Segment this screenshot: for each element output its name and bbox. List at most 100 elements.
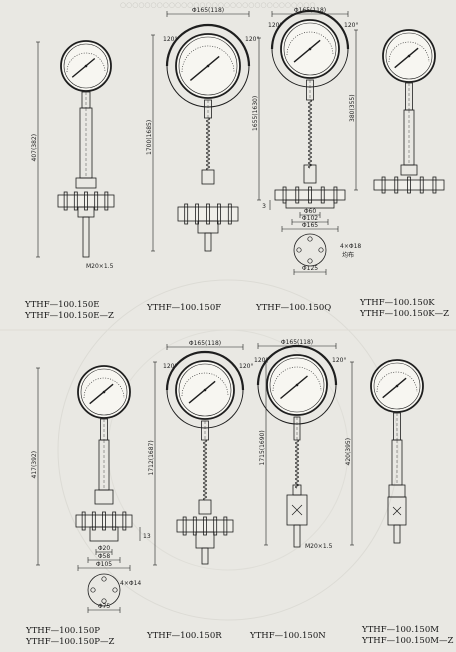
bolt — [112, 511, 117, 531]
bolt-hole — [90, 587, 96, 593]
union-nut — [75, 177, 97, 189]
flange — [75, 514, 133, 528]
gauge-k: 380(355) — [349, 29, 445, 194]
bolt — [102, 511, 106, 531]
dial-face — [269, 357, 325, 413]
bolt-dimension-text: 4×Φ18 — [340, 243, 361, 250]
label-gauge-m: YTHF—100.150M YTHF—100.150M—Z — [362, 625, 453, 647]
flange — [274, 189, 346, 201]
bolt-hole — [296, 247, 302, 253]
dial-face — [385, 32, 433, 80]
bolt — [192, 516, 197, 536]
bolt — [206, 203, 210, 225]
heatsink-arc — [165, 350, 245, 391]
bolt — [295, 186, 300, 204]
label-gauge-e: YTHF—100.150E YTHF—100.150E—Z — [25, 300, 114, 322]
dial-dimension-text: Φ165(118) — [192, 7, 224, 14]
bolt-hole — [307, 258, 313, 264]
bolt — [282, 186, 287, 204]
model-name: YTHF—100.150F — [147, 303, 222, 313]
angle-dimension-text: 120° — [245, 36, 259, 43]
flange-face — [89, 526, 119, 542]
bolt — [73, 191, 78, 211]
bolt — [227, 203, 232, 225]
gauge-e: 407(382)M20×1.5 — [31, 40, 115, 270]
model-name: YTHF—100.150K—Z — [360, 309, 449, 319]
bolt — [394, 176, 399, 194]
height-dimension-text: 1700(1685) — [146, 120, 153, 155]
dial-pivot — [102, 390, 106, 394]
gauge-m: 420(395) — [345, 359, 424, 546]
gauge-q: Φ165(118)120°120°3Φ60Φ102Φ1654×Φ18均布Φ125… — [252, 7, 361, 275]
bolt — [308, 186, 312, 204]
dial-pivot — [203, 388, 207, 392]
label-gauge-p: YTHF—100.150P YTHF—100.150P—Z — [26, 626, 114, 648]
capillary-coil — [308, 99, 312, 169]
angle-dimension-text: 120° — [239, 363, 253, 370]
dial-pivot — [295, 383, 299, 387]
angle-dimension-text: 120° — [344, 22, 358, 29]
bolt — [122, 511, 127, 531]
bolt — [320, 186, 325, 204]
model-name: YTHF—100.150E — [25, 300, 100, 310]
sensor-body — [197, 220, 219, 234]
dial-scale — [66, 52, 106, 73]
bolt — [195, 203, 199, 225]
angle-dimension-text: 120° — [254, 357, 268, 364]
bolt — [217, 203, 221, 225]
union-nut — [400, 164, 418, 176]
dial-pivot — [206, 64, 210, 68]
dial-dimension-text: Φ165(118) — [281, 339, 313, 346]
label-gauge-k: YTHF—100.150K YTHF—100.150K—Z — [360, 298, 449, 320]
bolt-hole — [318, 247, 324, 253]
dial-scale — [181, 372, 229, 397]
dial-dimension-text: Φ165(118) — [294, 7, 326, 14]
model-name: YTHF—100.150E—Z — [25, 311, 114, 321]
dial-pointer — [382, 377, 407, 399]
label-gauge-n: YTHF—100.150N — [250, 631, 326, 642]
bolt — [419, 176, 424, 194]
height-dimension-text: 1715(1690) — [259, 430, 266, 465]
bolt — [213, 516, 218, 536]
dial-pointer — [89, 383, 114, 405]
dial-scale — [388, 41, 430, 63]
capillary-coil — [206, 117, 210, 171]
bolt-dimension-text: 4×Φ14 — [120, 580, 141, 587]
model-name: YTHF—100.150N — [250, 631, 326, 641]
model-name: YTHF—100.150Q — [256, 303, 332, 313]
flange-face — [285, 199, 335, 209]
dial-pointer — [280, 375, 308, 400]
flange — [373, 179, 445, 191]
model-name: YTHF—100.150P — [26, 626, 100, 636]
bolt-circle-text: Φ125 — [302, 265, 318, 272]
flange — [177, 206, 239, 222]
dial-pivot — [84, 64, 88, 68]
flange-height-text: 3 — [262, 203, 266, 210]
dial-scale — [286, 31, 334, 56]
dial-pointer — [71, 57, 96, 78]
model-name: YTHF—100.150K — [360, 298, 435, 308]
capillary-coil — [295, 439, 299, 489]
thread-dimension-text: M20×1.5 — [86, 263, 114, 270]
sensor-neck — [201, 169, 215, 185]
model-name: YTHF—100.150R — [147, 631, 222, 641]
faded-header-text: ○○○○○○○○○○○○○○○○○○○○○○○○○○○○○○○○ — [120, 1, 315, 9]
model-name: YTHF—100.150P—Z — [26, 637, 115, 647]
dial-scale — [376, 371, 418, 393]
dial-scale — [181, 45, 235, 73]
process-connection — [393, 524, 401, 544]
height-dimension-text: 420(395) — [345, 438, 352, 466]
flange — [57, 194, 115, 208]
bolt — [91, 511, 96, 531]
flange-height-text: 13 — [143, 533, 151, 540]
gauge-f: Φ165(118)120°120°1700(1685) — [146, 7, 259, 252]
bolt — [182, 516, 187, 536]
dial-pointer — [293, 39, 321, 63]
bolt — [94, 191, 99, 211]
label-gauge-r: YTHF—100.150R — [147, 631, 222, 642]
sensor-neck — [303, 164, 317, 184]
height-dimension-text: 1655(1630) — [252, 96, 259, 131]
model-name: YTHF—100.150M — [362, 625, 439, 635]
